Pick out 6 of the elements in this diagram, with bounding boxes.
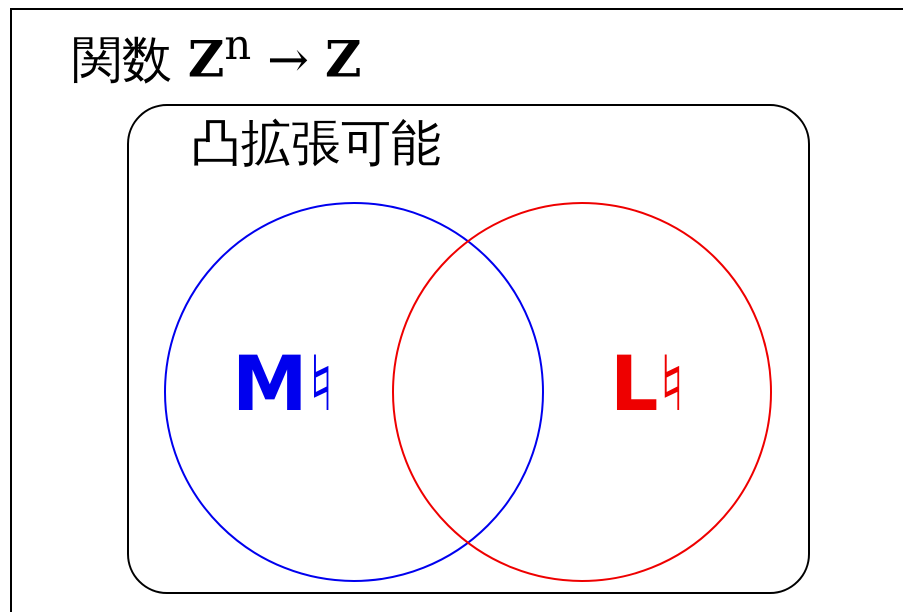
set-label: M♮ [232, 346, 335, 422]
frame-heading: 関数 Z$^{n}$ → Z [72, 24, 362, 85]
frame [10, 8, 903, 612]
rounded-box [127, 104, 810, 594]
group-heading: 凸拡張可能 [191, 118, 441, 168]
set-label: L♮ [610, 346, 686, 422]
